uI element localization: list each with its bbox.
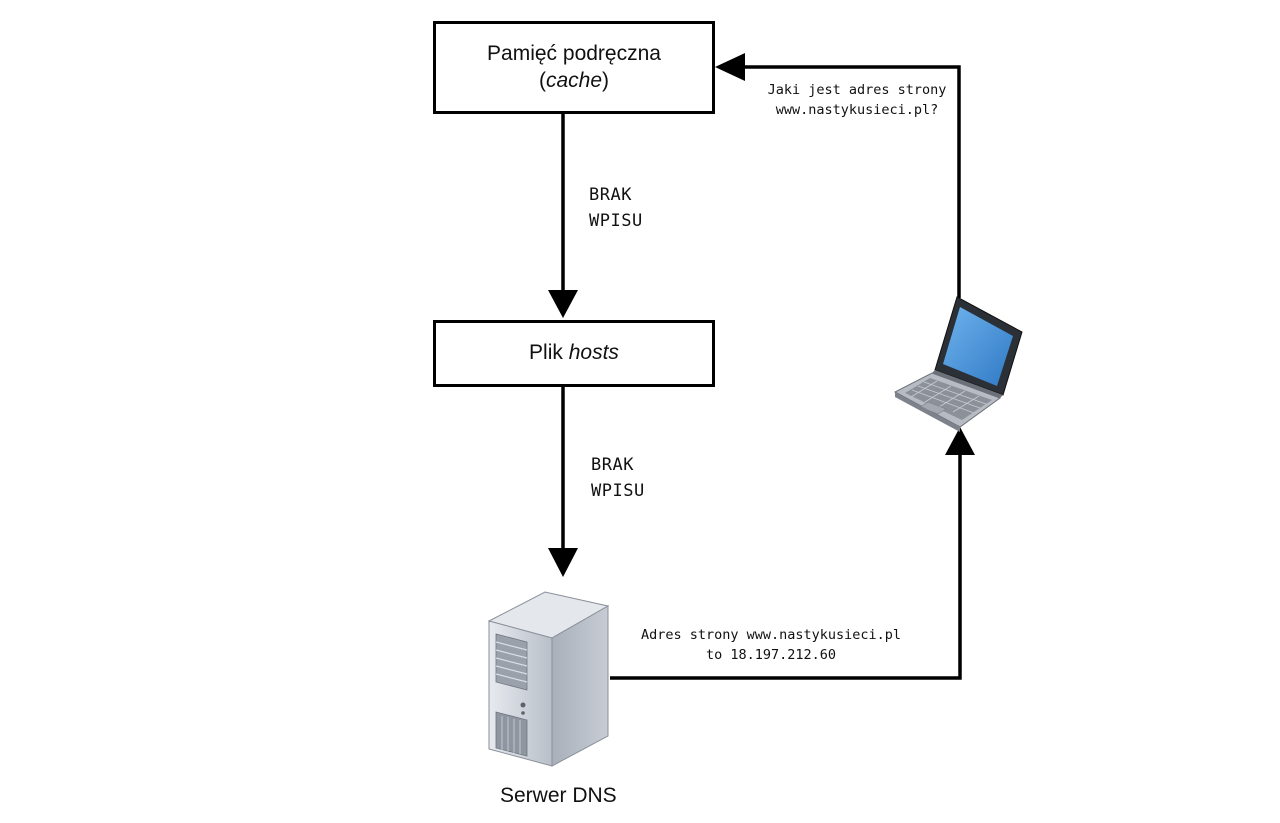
laptop-icon xyxy=(893,296,1023,432)
arrow-cache-to-hosts xyxy=(548,112,578,318)
query-message: Jaki jest adres strony www.nastykusieci.… xyxy=(767,82,947,118)
dns-server-label: Serwer DNS xyxy=(500,784,617,807)
server-tower-icon xyxy=(487,591,610,767)
hosts-file-label: Plik hosts xyxy=(529,341,619,365)
hosts-file-box: Plik hosts xyxy=(433,320,715,387)
label-no-entry-hosts: BRAK WPISU xyxy=(591,455,645,501)
cache-box: Pamięć podręczna (cache) xyxy=(433,21,715,114)
dns-response-message: Adres strony www.nastykusieci.pl to 18.1… xyxy=(640,627,902,663)
arrow-dns-to-client xyxy=(610,427,975,680)
arrow-hosts-to-dns xyxy=(548,386,578,577)
arrow-client-to-cache xyxy=(715,53,961,298)
cache-box-subtitle: (cache) xyxy=(538,68,610,92)
cache-box-title: Pamięć podręczna xyxy=(487,42,661,66)
label-no-entry-cache: BRAK WPISU xyxy=(589,185,643,231)
